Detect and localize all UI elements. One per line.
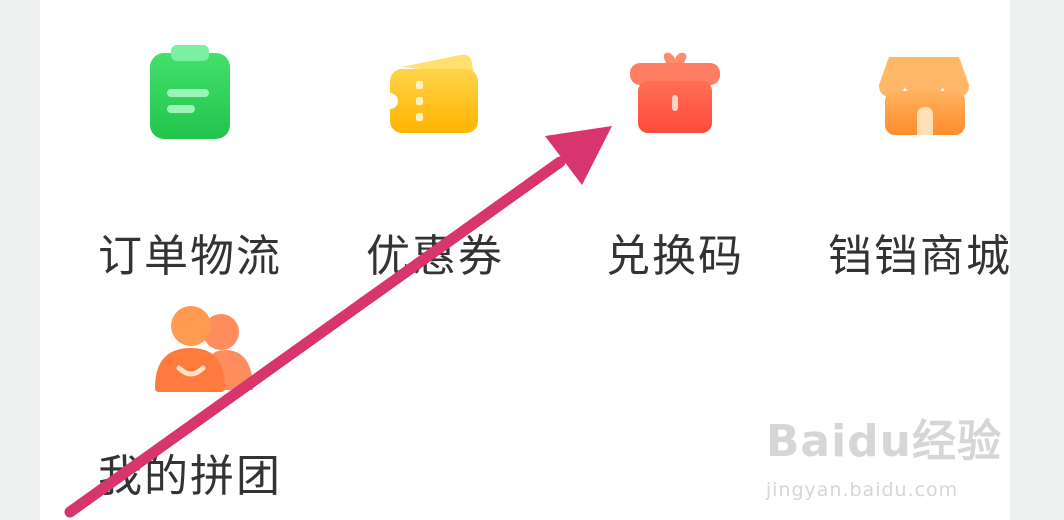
menu-item-label: 兑换码 [606, 231, 744, 282]
ticket-icon [320, 45, 550, 145]
menu-item-label: 铛铛商城 [828, 231, 1012, 282]
watermark-url: jingyan.baidu.com [765, 479, 959, 501]
watermark-logo: Baidu经验 [765, 416, 1002, 467]
menu-item-label: 订单物流 [98, 231, 282, 282]
clipboard-icon [75, 45, 305, 145]
gift-box-icon [560, 45, 790, 145]
group-buy-icon [75, 300, 305, 400]
baidu-watermark: Baidu经验 jingyan.baidu.com [766, 405, 1002, 501]
menu-panel: 订单物流 优惠券 [40, 0, 1010, 520]
store-icon [805, 45, 1035, 145]
